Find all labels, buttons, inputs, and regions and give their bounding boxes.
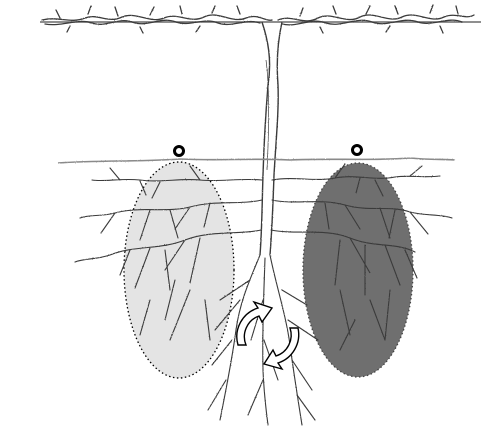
soil-surface-line: [58, 158, 455, 163]
vine-cordon: [42, 5, 474, 33]
vine-trunk: [260, 22, 282, 255]
circular-arrows-icon: [237, 302, 299, 369]
right-zone-marker-circle: [353, 146, 362, 155]
left-zone-marker-circle: [175, 147, 184, 156]
light-shaded-root-zone: [124, 162, 234, 378]
dark-shaded-root-zone: [303, 163, 413, 377]
